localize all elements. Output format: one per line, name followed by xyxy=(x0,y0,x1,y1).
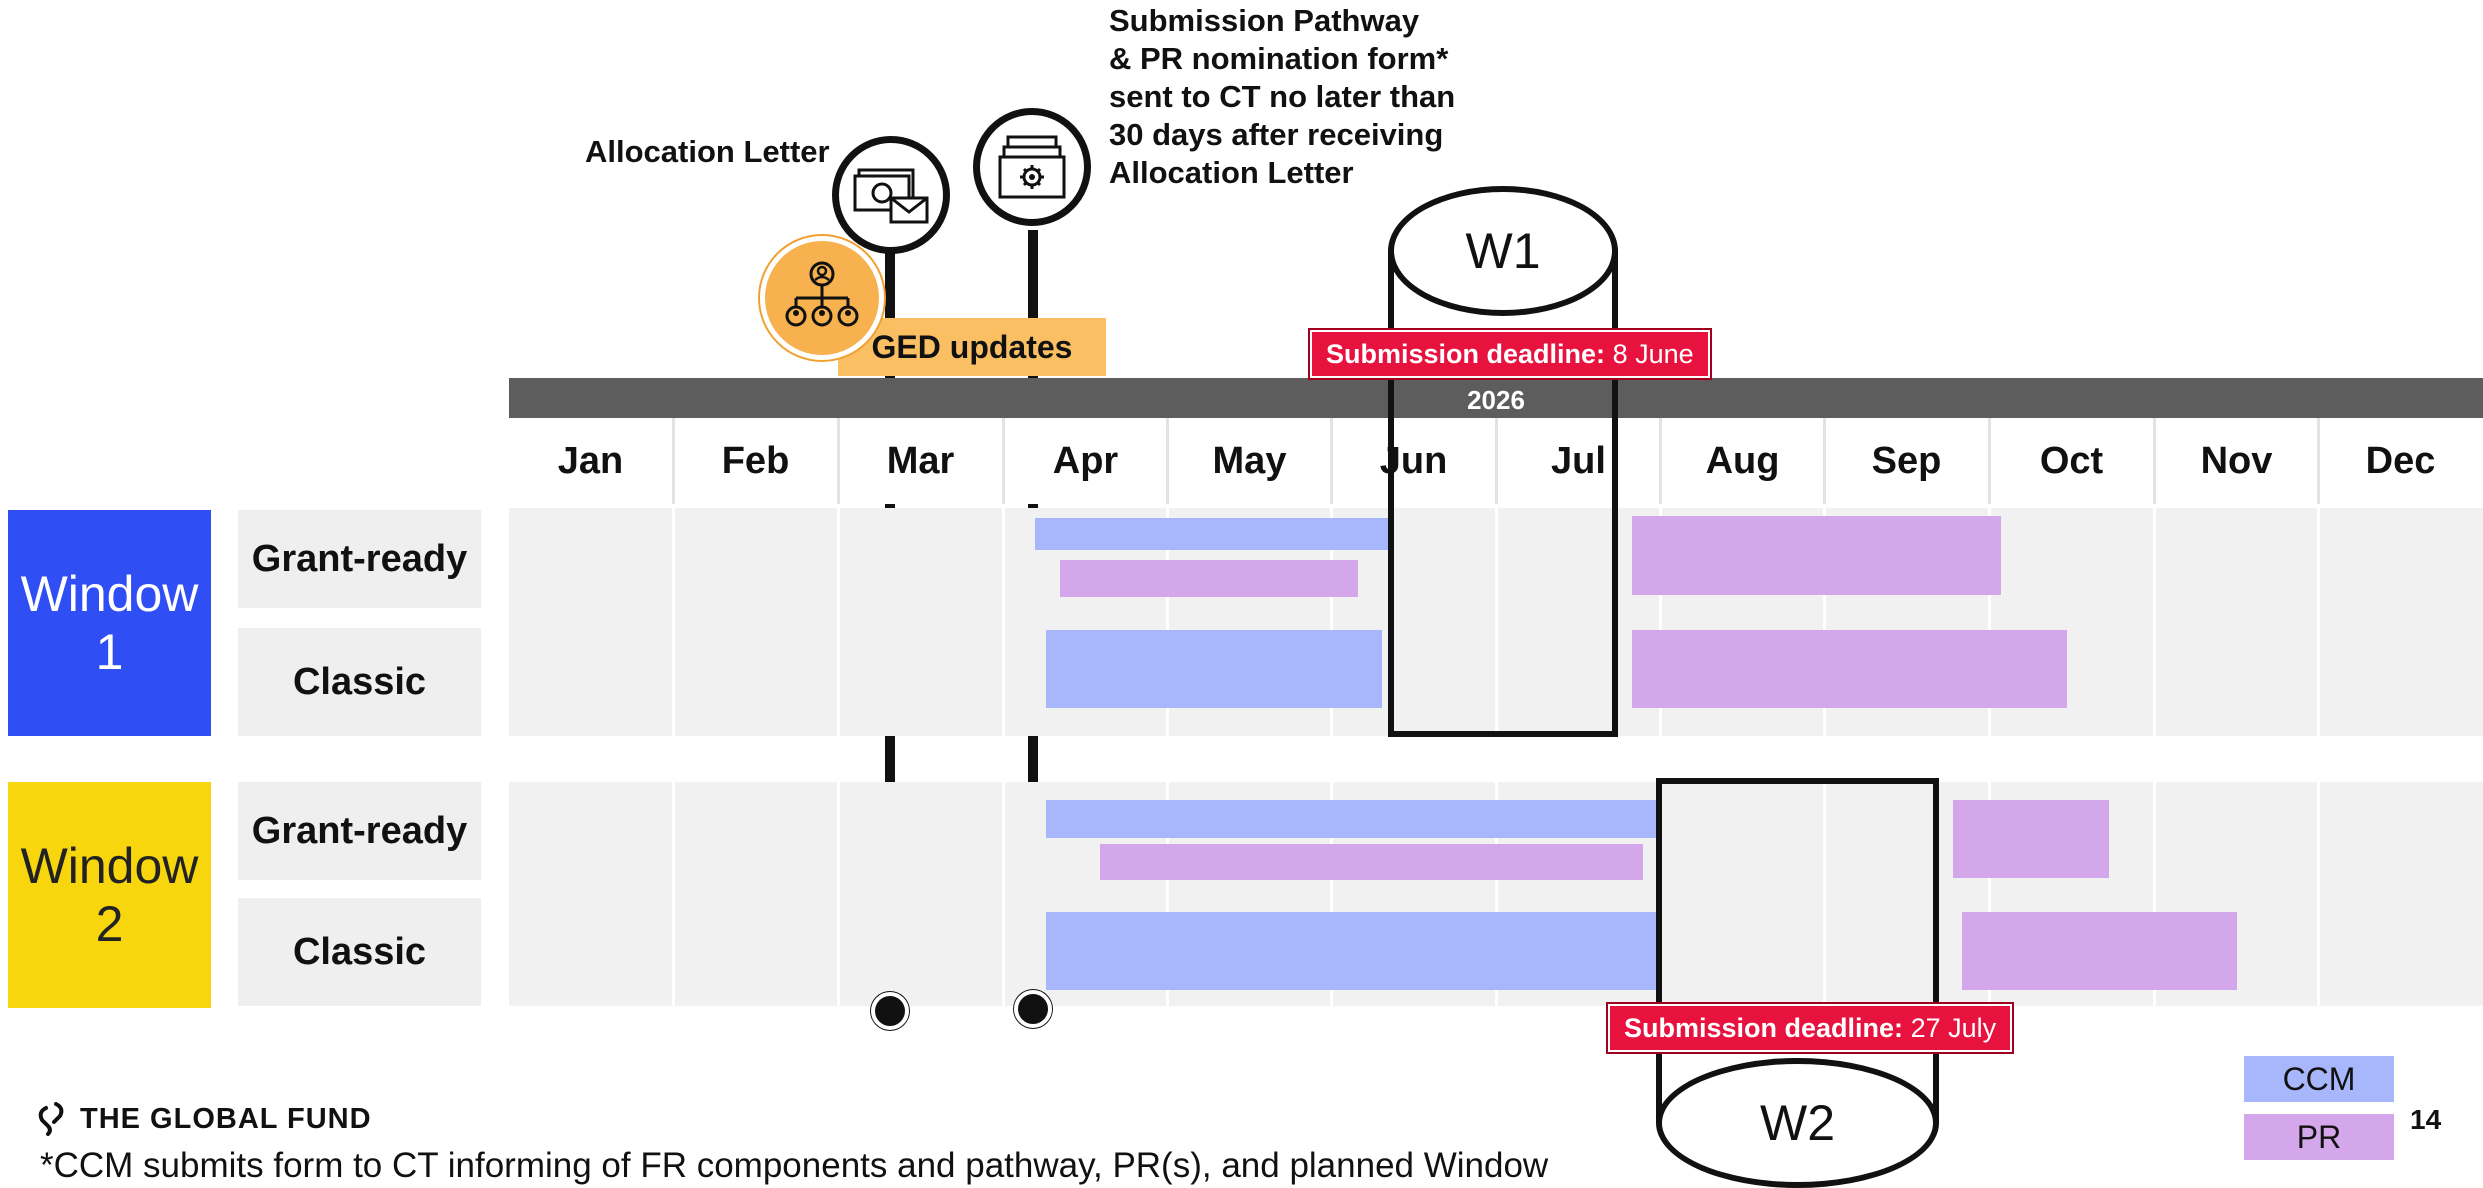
month-nov: Nov xyxy=(2155,418,2318,504)
w2-deadline-date: 27 July xyxy=(1910,1013,1997,1043)
money-envelope-icon xyxy=(832,136,950,254)
w2-grant-ready-label: Grant-ready xyxy=(238,782,481,880)
month-divider xyxy=(1823,418,1826,504)
w1-deadline-badge: Submission deadline: 8 June xyxy=(1308,328,1712,380)
w1-classic-pr-bar xyxy=(1632,630,2067,708)
grid-column-line xyxy=(1002,508,1005,736)
grid-column-line xyxy=(1330,782,1333,1006)
w1-classic-label: Classic xyxy=(238,628,481,736)
month-divider xyxy=(1002,418,1005,504)
document-settings-icon xyxy=(973,108,1091,226)
org-chart-icon xyxy=(760,236,884,360)
month-mar: Mar xyxy=(839,418,1002,504)
month-jul: Jul xyxy=(1497,418,1660,504)
w2-deadline-title: Submission deadline: xyxy=(1624,1013,1904,1043)
w2-grant-ready-pr-bar-late xyxy=(1953,800,2109,878)
month-divider xyxy=(672,418,675,504)
grid-column-line xyxy=(2153,508,2156,736)
grid-column-line xyxy=(1330,508,1333,736)
window-1-label: Window 1 xyxy=(8,510,211,736)
window-2-label: Window 2 xyxy=(8,782,211,1008)
grid-column-line xyxy=(2317,782,2320,1006)
legend-ccm: CCM xyxy=(2244,1056,2394,1102)
month-divider xyxy=(1495,418,1498,504)
month-may: May xyxy=(1168,418,1331,504)
w2-cylinder-body xyxy=(1656,778,1939,1123)
grid-column-line xyxy=(837,782,840,1006)
w1-grant-ready-pr-bar-late xyxy=(1632,516,2001,595)
grid-column-line xyxy=(1495,782,1498,1006)
w2-classic-label: Classic xyxy=(238,898,481,1006)
grid-column-line xyxy=(1659,508,1662,736)
year-bar: 2026 xyxy=(509,378,2483,418)
month-jan: Jan xyxy=(509,418,672,504)
allocation-letter-label: Allocation Letter xyxy=(585,134,830,169)
global-fund-logo-text: THE GLOBAL FUND xyxy=(80,1102,372,1135)
grid-column-line xyxy=(1166,508,1169,736)
grid-column-line xyxy=(1988,782,1991,1006)
w1-grant-ready-pr-bar xyxy=(1060,560,1358,597)
month-divider xyxy=(837,418,840,504)
w2-classic-ccm-bar xyxy=(1046,912,1661,990)
month-divider xyxy=(2153,418,2156,504)
page-number: 14 xyxy=(2410,1104,2442,1135)
grid-column-line xyxy=(672,782,675,1006)
grid-column-line xyxy=(2317,508,2320,736)
w2-grant-ready-ccm-bar xyxy=(1046,800,1661,838)
global-fund-logo: THE GLOBAL FUND xyxy=(34,1102,372,1136)
w1-deadline-title: Submission deadline: xyxy=(1326,339,1606,369)
w1-classic-ccm-bar xyxy=(1046,630,1382,708)
grid-column-line xyxy=(837,508,840,736)
legend-pr: PR xyxy=(2244,1114,2394,1160)
w1-deadline-date: 8 June xyxy=(1612,339,1694,369)
month-dec: Dec xyxy=(2319,418,2482,504)
allocation-letter-end-dot xyxy=(871,992,909,1030)
submission-pathway-end-dot xyxy=(1014,990,1052,1028)
submission-pathway-note: Submission Pathway & PR nomination form*… xyxy=(1109,3,1456,190)
month-sep: Sep xyxy=(1825,418,1988,504)
w2-grant-ready-pr-bar xyxy=(1100,844,1643,880)
grid-column-line xyxy=(672,508,675,736)
month-feb: Feb xyxy=(674,418,837,504)
global-fund-logo-icon xyxy=(38,1102,64,1136)
ged-updates-label: GED updates xyxy=(838,318,1106,376)
grid-column-line xyxy=(2153,782,2156,1006)
w1-grant-ready-ccm-bar xyxy=(1035,518,1389,550)
grid-column-line xyxy=(1988,508,1991,736)
w2-cylinder-cap: W2 xyxy=(1656,1058,1939,1188)
grid-column-line xyxy=(1823,508,1826,736)
month-divider xyxy=(1330,418,1333,504)
grid-column-line xyxy=(1166,782,1169,1006)
footnote: *CCM submits form to CT informing of FR … xyxy=(40,1146,1549,1185)
w2-deadline-badge: Submission deadline: 27 July xyxy=(1605,1002,2015,1054)
month-aug: Aug xyxy=(1661,418,1824,504)
grid-column-line xyxy=(1495,508,1498,736)
month-jun: Jun xyxy=(1332,418,1495,504)
month-apr: Apr xyxy=(1004,418,1167,504)
w1-cylinder-body xyxy=(1388,250,1618,737)
month-oct: Oct xyxy=(1990,418,2153,504)
grid-column-line xyxy=(1002,782,1005,1006)
grid-column-line xyxy=(1823,782,1826,1006)
w1-grant-ready-label: Grant-ready xyxy=(238,510,481,608)
month-divider xyxy=(1659,418,1662,504)
w1-cylinder-cap: W1 xyxy=(1388,186,1618,316)
month-divider xyxy=(1988,418,1991,504)
month-divider xyxy=(1166,418,1169,504)
w2-classic-pr-bar xyxy=(1962,912,2237,990)
month-divider xyxy=(2317,418,2320,504)
